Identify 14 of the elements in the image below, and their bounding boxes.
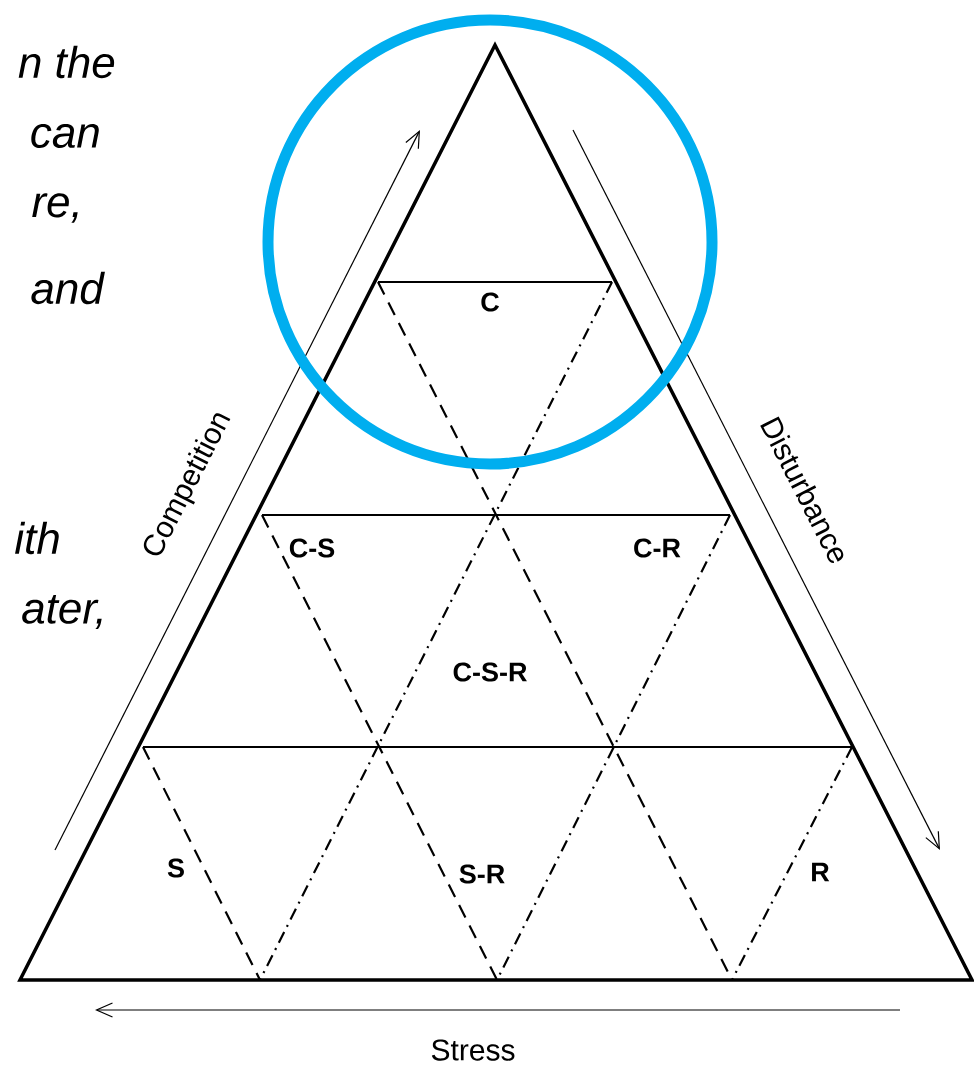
region-label: C-S-R (453, 662, 527, 682)
cut-off-text: ater, (22, 595, 102, 630)
region-label: S (167, 858, 184, 878)
region-label: C-S (289, 538, 335, 558)
region-label: C (481, 292, 499, 312)
region-label: C-R (634, 538, 681, 558)
cut-off-text: and (31, 271, 105, 305)
cut-off-text: can (31, 123, 99, 149)
region-label: R (812, 862, 830, 882)
axis-label: Stress (431, 1039, 515, 1061)
cut-off-text: re, (32, 193, 78, 223)
cut-off-text: ith (15, 521, 59, 555)
region-label: S-R (459, 864, 505, 884)
cut-off-text: n the (18, 45, 115, 79)
